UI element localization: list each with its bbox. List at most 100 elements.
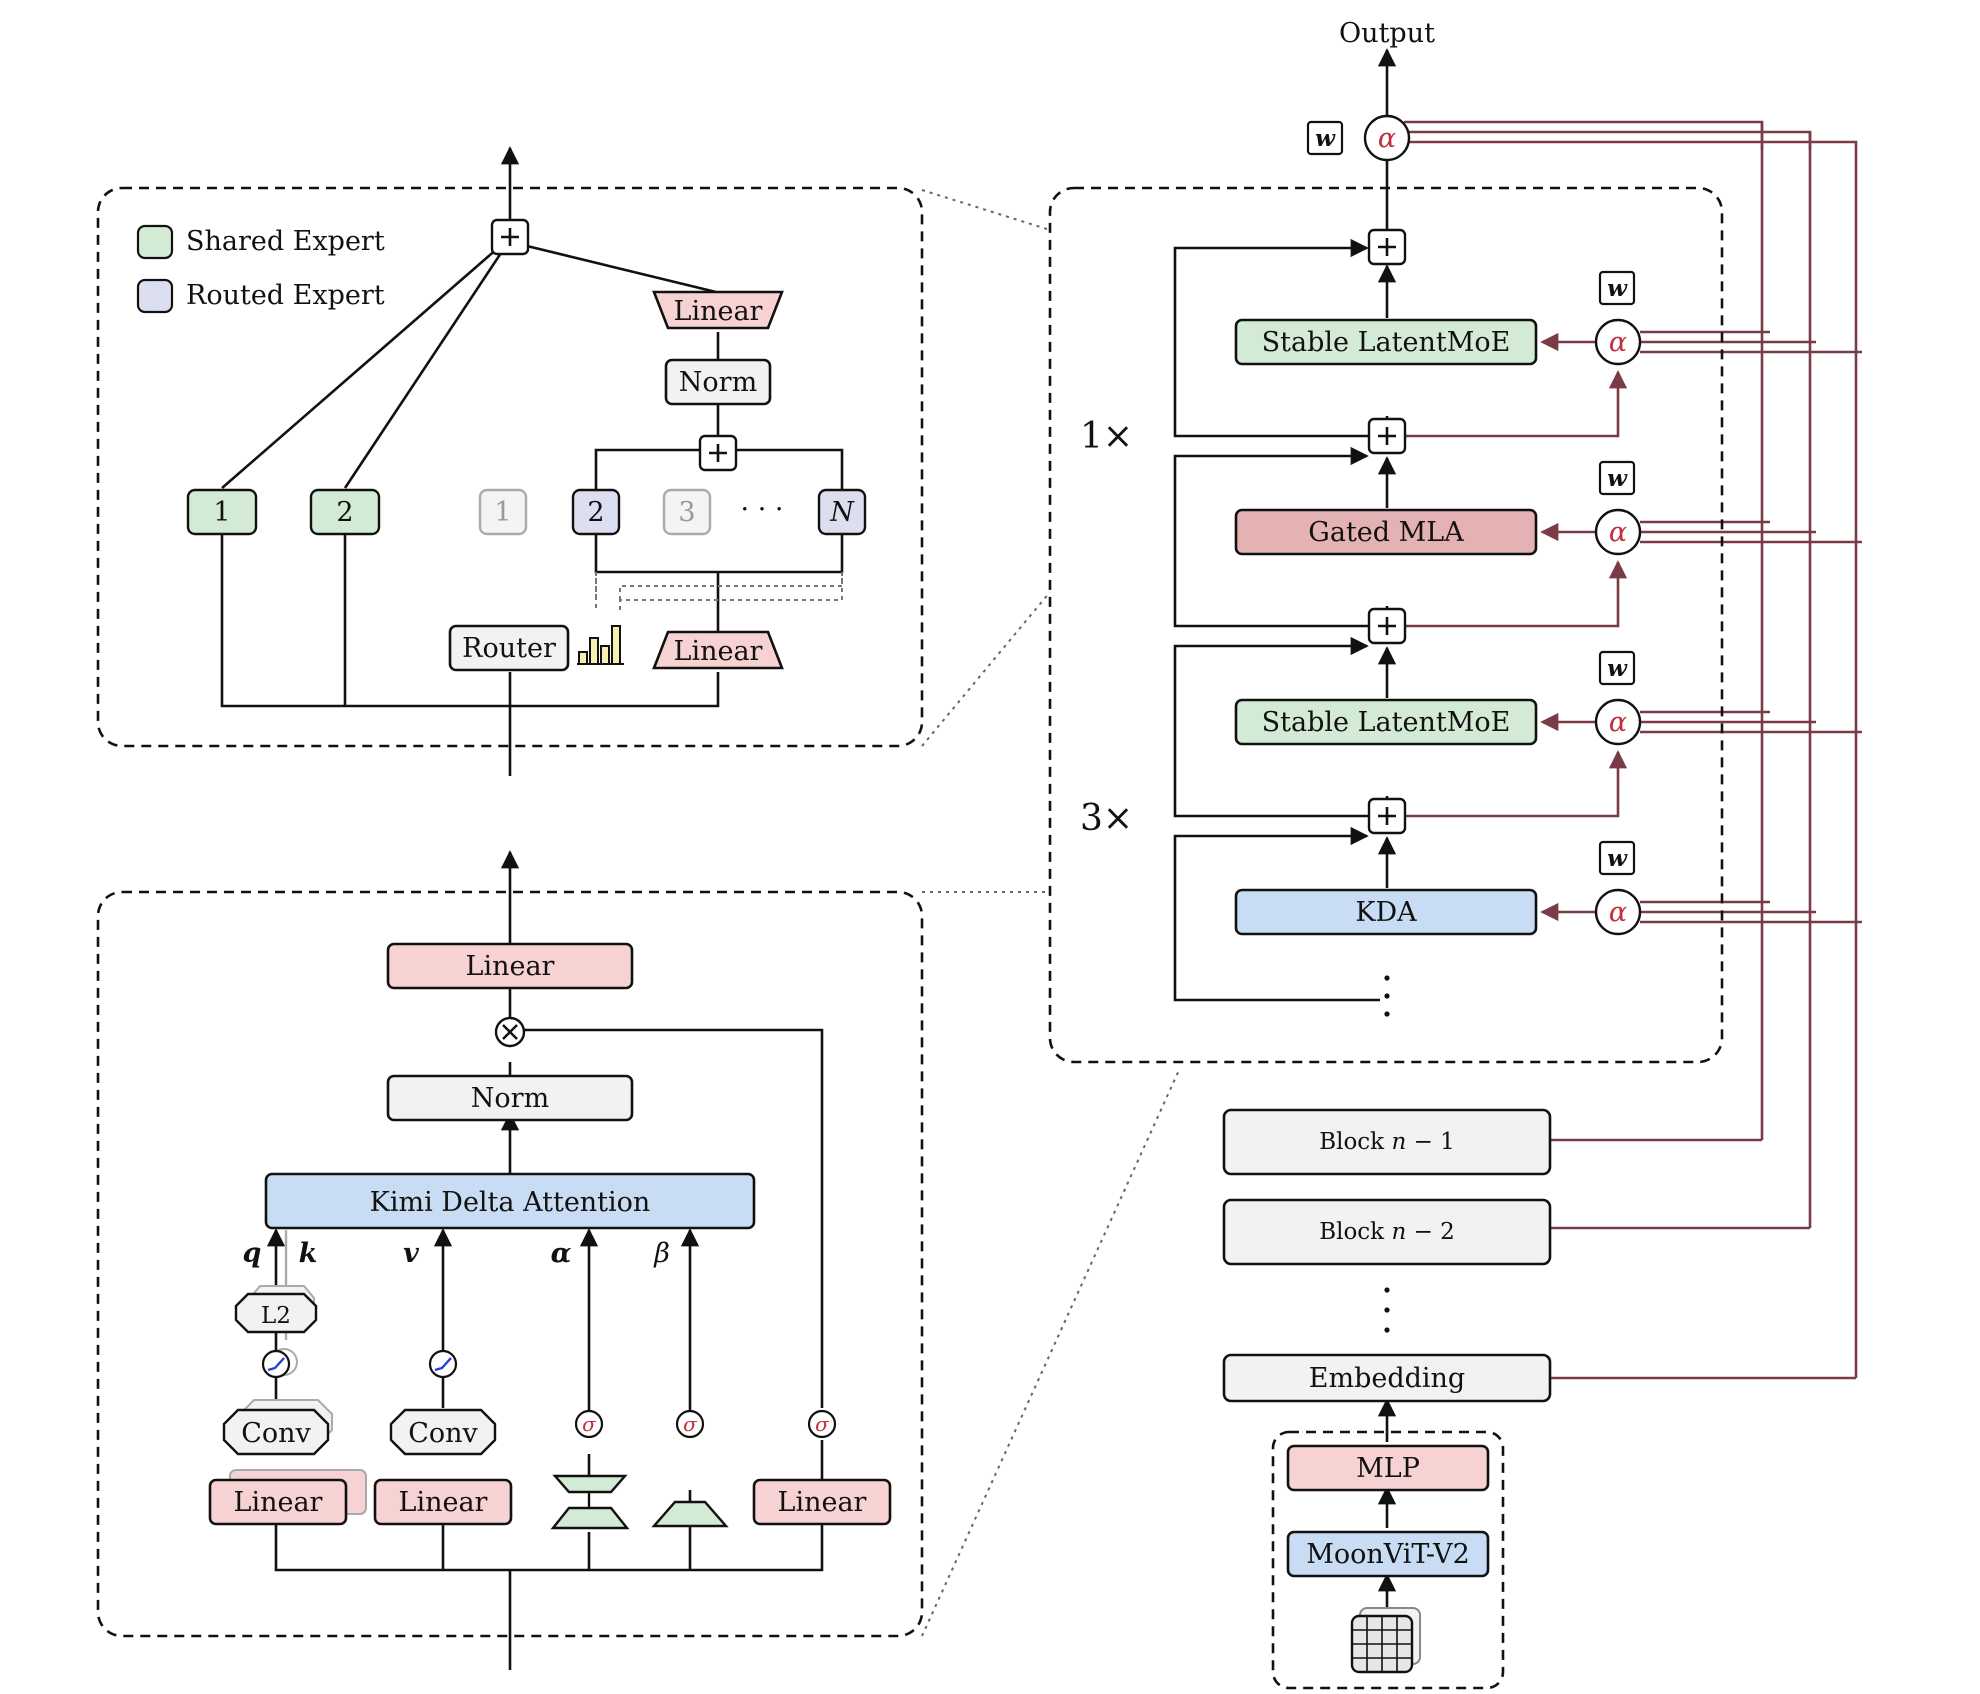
qk-linear-block [208, 1478, 348, 1526]
kda-label: KDA [1355, 897, 1417, 928]
zoom-guides [921, 189, 1181, 1637]
v-label: v [403, 1238, 419, 1269]
router-scores-icon [578, 625, 621, 665]
kda-output-linear-label: Linear [466, 951, 555, 982]
layer-weight-label-1: w [1607, 275, 1628, 302]
kda-norm-label: Norm [471, 1083, 549, 1114]
shared-expert-2-label: 2 [336, 497, 353, 528]
moonvit-block [1286, 1530, 1490, 1578]
shared-expert-2 [309, 488, 381, 536]
legend-shared-label: Shared Expert [186, 226, 385, 257]
moe-down-linear-label: Linear [674, 636, 763, 667]
kda-block [1234, 888, 1538, 936]
alpha-up-projection [550, 1506, 630, 1530]
gate-sigma-label: σ [815, 1412, 830, 1436]
embedding-block [1222, 1353, 1552, 1403]
kda-norm-block [386, 1074, 634, 1122]
repeat-1x-label: 1× [1080, 416, 1133, 457]
output-label: Output [1339, 18, 1435, 49]
conv-v-label: Conv [408, 1418, 478, 1449]
routed-expert-2 [571, 488, 621, 536]
alpha-sigma-label: σ [582, 1412, 597, 1436]
gate-sigmoid-icon [807, 1409, 837, 1439]
output-alpha-node [1363, 114, 1411, 162]
v-activation-icon [428, 1349, 458, 1379]
layer-weight-label-4: w [1607, 845, 1628, 872]
stack-ellipsis [1384, 975, 1390, 1017]
moonvit-label: MoonViT-V2 [1306, 1539, 1470, 1570]
repeat-3x-label: 3× [1080, 798, 1133, 839]
routed-expert-2-label: 2 [587, 497, 604, 528]
residual-connections [1402, 120, 1862, 1380]
gate-linear-block [752, 1478, 892, 1526]
mlp-label: MLP [1356, 1453, 1420, 1484]
output-alpha-label: α [1378, 123, 1396, 154]
beta-gate-label: β [653, 1238, 670, 1269]
routed-expert-n-label: N [829, 497, 855, 528]
embedding-label: Embedding [1309, 1363, 1465, 1394]
l2-norm-block [234, 1292, 318, 1334]
routed-expert-n [817, 488, 867, 536]
moe-down-linear [652, 630, 784, 670]
layer-alpha-label-4: α [1609, 897, 1627, 928]
layer-weight-label-3: w [1607, 655, 1628, 682]
k-label: k [299, 1238, 318, 1269]
router-label: Router [462, 633, 556, 664]
q-label: q [243, 1238, 262, 1269]
block-n-minus-2 [1222, 1198, 1552, 1266]
output-weight-box [1306, 120, 1344, 156]
block-n-minus-2-label: Block n − 2 [1319, 1219, 1455, 1245]
alpha-gate-label: α [551, 1238, 572, 1269]
alpha-down-projection [552, 1474, 628, 1494]
residual-add-nodes [1367, 228, 1407, 835]
routed-expert-3-label: 3 [678, 497, 695, 528]
layer-weights: w α w α w α w α [1594, 270, 1642, 936]
routed-experts-ellipsis: · · · [741, 494, 784, 525]
shared-expert-1-label: 1 [213, 497, 230, 528]
output-weight-label: w [1315, 125, 1336, 152]
vision-encoder-frame [1271, 1430, 1505, 1690]
gate-linear-label: Linear [778, 1487, 867, 1518]
qk-linear-label: Linear [234, 1487, 323, 1518]
layer-alpha-label-1: α [1609, 327, 1627, 358]
beta-projection [651, 1500, 729, 1528]
gated-mla-block [1234, 508, 1538, 556]
stable-latentmoe-block-bottom [1234, 698, 1538, 746]
mlp-block [1286, 1444, 1490, 1492]
stable-latentmoe-label-bottom: Stable LatentMoE [1262, 707, 1511, 738]
v-linear-label: Linear [399, 1487, 488, 1518]
kimi-delta-attention-label: Kimi Delta Attention [370, 1187, 651, 1218]
moe-up-linear [652, 290, 784, 330]
router-block [448, 624, 570, 672]
kda-detail-frame [96, 890, 924, 1638]
layer-alpha-label-2: α [1609, 517, 1627, 548]
stable-latentmoe-label-top: Stable LatentMoE [1262, 327, 1511, 358]
conv-qk-label: Conv [241, 1418, 311, 1449]
legend-routed-label: Routed Expert [186, 280, 385, 311]
routed-expert-3 [662, 488, 712, 536]
legend-shared-swatch [136, 224, 174, 260]
qk-activation-icon [261, 1349, 291, 1379]
conv-qk-block [222, 1408, 330, 1456]
routed-expert-1-label: 1 [494, 497, 511, 528]
kimi-delta-attention-block [264, 1172, 756, 1230]
legend-routed-swatch [136, 278, 174, 314]
layer-stack-frame [1048, 186, 1724, 1064]
conv-v-block [389, 1408, 497, 1456]
beta-sigmoid-icon [675, 1409, 705, 1439]
image-grid-icon [1350, 1607, 1421, 1674]
kda-output-linear [386, 942, 634, 990]
gated-mla-label: Gated MLA [1308, 517, 1464, 548]
alpha-sigmoid-icon [574, 1409, 604, 1439]
moe-norm-label: Norm [679, 367, 757, 398]
block-n-minus-1 [1222, 1108, 1552, 1176]
layer-alpha-label-3: α [1609, 707, 1627, 738]
layer-weight-label-2: w [1607, 465, 1628, 492]
l2-norm-label: L2 [261, 1303, 291, 1329]
beta-sigma-label: σ [683, 1412, 698, 1436]
routed-expert-1 [478, 488, 528, 536]
moe-norm-block [664, 358, 772, 406]
v-linear-block [373, 1478, 513, 1526]
stable-latentmoe-block-top [1234, 318, 1538, 366]
